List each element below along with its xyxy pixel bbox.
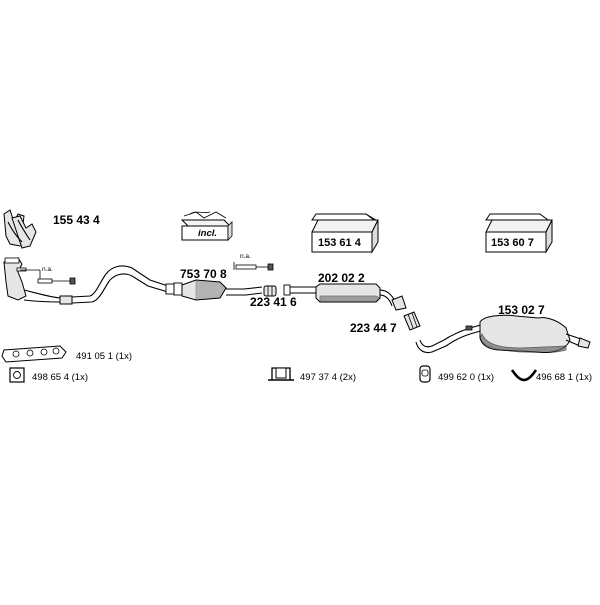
rubber-ring-icon[interactable]: [419, 365, 431, 383]
rubber-ring-label: 499 62 0 (1x): [438, 372, 494, 383]
hanger-label: 496 68 1 (1x): [536, 372, 592, 383]
front-downpipe[interactable]: [3, 257, 175, 305]
bracket-label: 497 37 4 (2x): [300, 372, 356, 383]
rear-silencer[interactable]: [415, 314, 591, 354]
rear-clamp[interactable]: [403, 311, 421, 331]
kit-box-middle-label: 153 61 4: [318, 237, 362, 249]
hanger-icon[interactable]: [510, 369, 538, 382]
manifold-gasket-icon[interactable]: [1, 345, 67, 363]
catalyst-part-number: 753 70 8: [180, 267, 227, 281]
exhaust-manifold[interactable]: [3, 209, 37, 249]
square-gasket-icon[interactable]: [9, 367, 25, 383]
bracket-icon[interactable]: [268, 367, 294, 381]
oxygen-sensor-middle[interactable]: [233, 262, 274, 271]
kit-box-rear-label: 153 60 7: [491, 237, 534, 249]
kit-box-middle[interactable]: [311, 213, 379, 254]
oxygen-sensor-front[interactable]: [20, 269, 76, 285]
kit-incl-label: incl.: [198, 228, 217, 239]
front-clamp[interactable]: [263, 285, 277, 297]
gasket-manifold-label: 491 05 1 (1x): [76, 351, 132, 362]
middle-silencer-part-number: 202 02 2: [318, 271, 365, 285]
mounting-kit-box[interactable]: [180, 211, 233, 241]
na-label-front: n.a.: [42, 266, 53, 273]
manifold-part-number: 155 43 4: [53, 213, 100, 227]
front-clamp-part-number: 223 41 6: [250, 295, 297, 309]
rear-silencer-part-number: 153 02 7: [498, 303, 545, 317]
na-label-middle: n.a.: [240, 253, 251, 260]
catalytic-converter[interactable]: [173, 279, 263, 301]
gasket-square-label: 498 65 4 (1x): [32, 372, 88, 383]
rear-clamp-part-number: 223 44 7: [350, 321, 397, 335]
kit-box-rear[interactable]: [485, 213, 553, 254]
middle-silencer[interactable]: [283, 283, 407, 311]
